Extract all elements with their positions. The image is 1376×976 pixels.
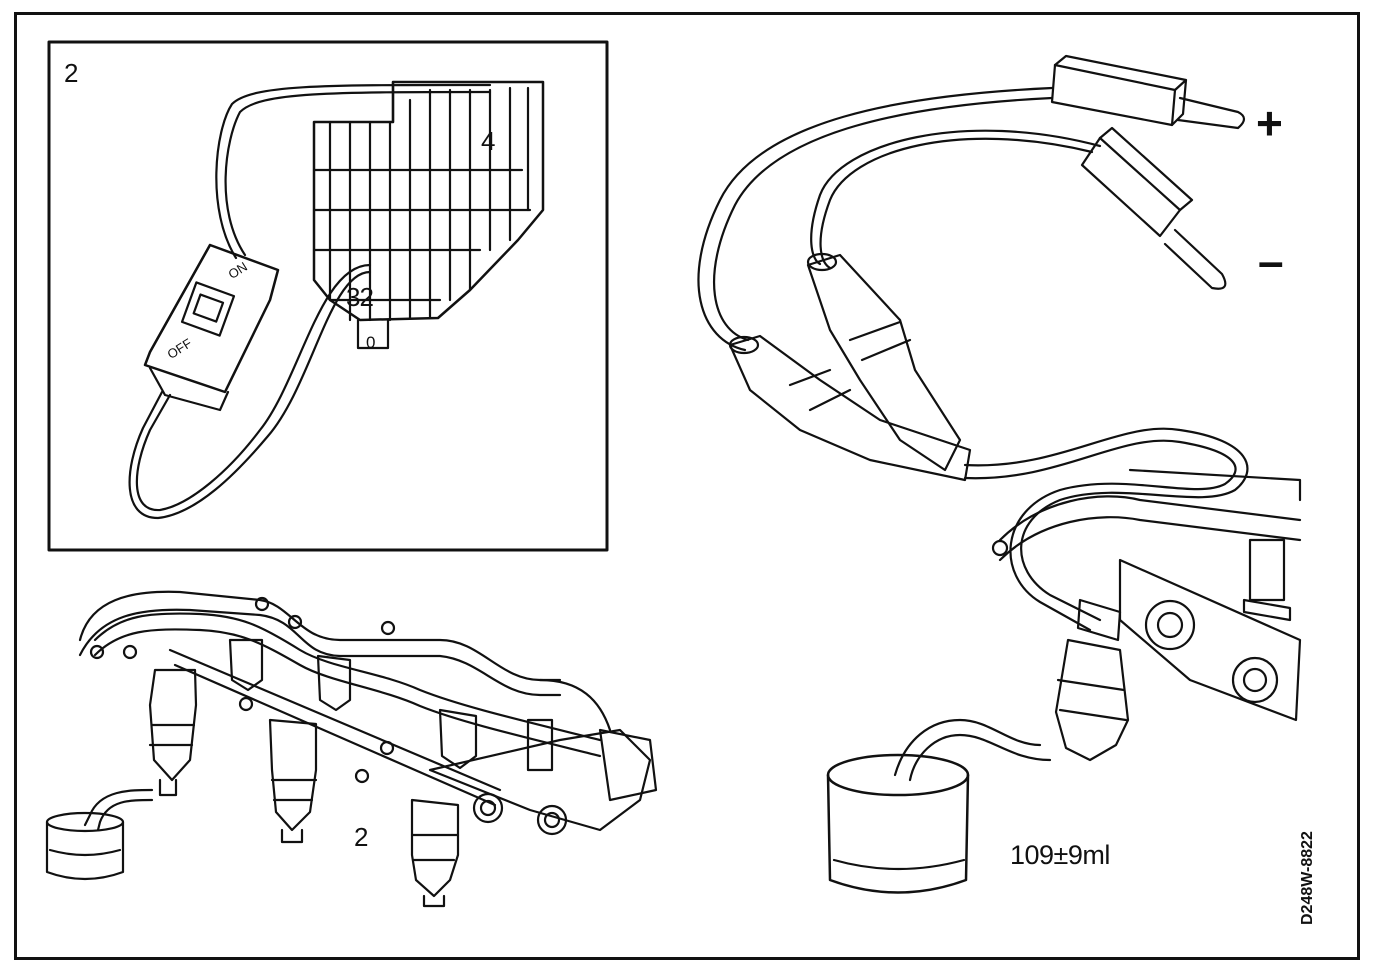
- measuring-beaker-icon: [826, 753, 970, 894]
- measuring-beaker-icon: [45, 811, 125, 881]
- minus-terminal-label: –: [1258, 235, 1284, 287]
- injector-icon: [410, 798, 460, 908]
- hose: [893, 718, 1042, 777]
- fuse-slot-zero-label: 0: [366, 333, 376, 352]
- figure-frame: [14, 12, 1360, 960]
- fuse-cable: [135, 263, 372, 512]
- injector-icon: [1054, 598, 1130, 762]
- switch-cable-upper: [224, 90, 492, 257]
- injector-group-label: 2: [354, 822, 369, 852]
- injector-cable: [963, 427, 1249, 622]
- fuse-box-icon: [312, 80, 545, 350]
- injector-icon: [228, 638, 478, 770]
- fuse-slot-bottom-label: 32: [346, 282, 374, 312]
- injector-icon: [148, 668, 198, 797]
- fuel-rail-icon: [991, 468, 1302, 722]
- injector-icon: [268, 718, 318, 844]
- test-lead-icon: [1050, 54, 1246, 130]
- figure-code: D248W-8822: [1299, 831, 1316, 925]
- connector-plug-icon: [806, 252, 962, 472]
- hose: [83, 788, 154, 827]
- plus-terminal-label: +: [1256, 97, 1283, 149]
- lead-wire: [697, 86, 1054, 352]
- connector-plug-icon: [728, 334, 972, 482]
- fuel-rail-icon: [78, 590, 658, 836]
- toggle-switch-icon: [143, 243, 280, 412]
- volume-label: 109±9ml: [1010, 840, 1110, 870]
- inset-box: [47, 40, 609, 552]
- inset-number: 2: [64, 58, 79, 88]
- fuse-slot-top-label: 4: [481, 126, 496, 156]
- test-lead-icon: [1080, 126, 1227, 290]
